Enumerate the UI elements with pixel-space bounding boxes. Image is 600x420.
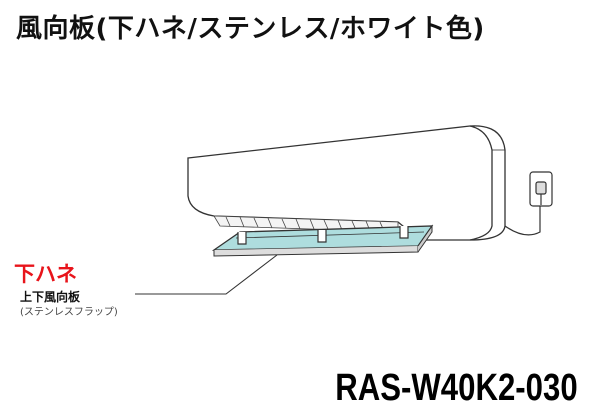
model-number: RAS-W40K2-030 (335, 367, 578, 409)
callout-leader-line (135, 254, 278, 295)
callout-label-lower-flap: 下ハネ (14, 262, 77, 286)
flap-hinges (237, 226, 409, 245)
page-title: 風向板(下ハネ/ステンレス/ホワイト色) (16, 14, 485, 44)
callout-part-name: 上下風向板 (20, 290, 81, 304)
indoor-unit-body (187, 125, 506, 241)
callout-part-subtitle: (ステンレスフラップ) (20, 307, 118, 318)
power-cord-and-outlet (504, 171, 553, 236)
